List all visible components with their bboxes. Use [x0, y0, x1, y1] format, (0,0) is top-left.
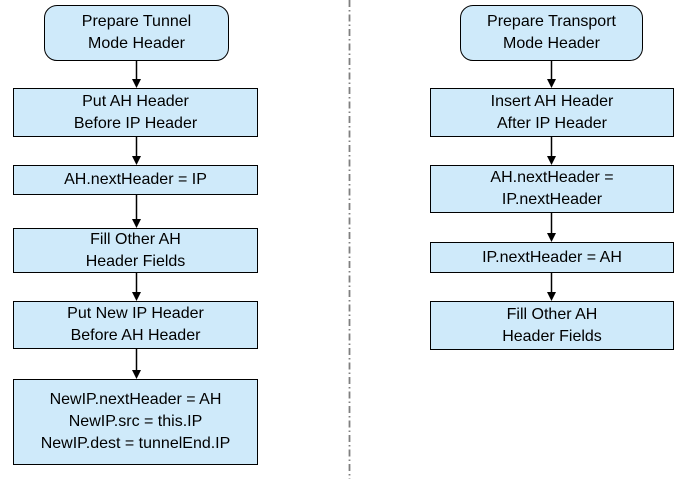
- node-line: Header Fields: [85, 252, 186, 270]
- node-line: NewIP.dest = tunnelEnd.IP: [40, 435, 231, 452]
- node-fill-other-ah-header-fields-tunnel: Fill Other AH Header Fields: [13, 228, 258, 273]
- arrow-down: [547, 61, 556, 88]
- node-line: IP.nextHeader = AH: [482, 248, 622, 266]
- node-line: Mode Header: [503, 35, 600, 52]
- node-line: Put New IP Header: [67, 305, 204, 322]
- node-prepare-transport-mode-header: Prepare Transport Mode Header: [460, 5, 643, 61]
- node-line: Prepare Tunnel: [81, 13, 192, 30]
- arrow-down: [132, 137, 141, 165]
- arrow-down: [547, 213, 556, 242]
- node-line: Mode Header: [88, 35, 185, 52]
- arrow-down: [132, 273, 141, 301]
- node-line: Prepare Transport: [487, 13, 616, 30]
- node-insert-ah-header-after-ip-header: Insert AH Header After IP Header: [430, 88, 674, 137]
- node-line: NewIP.src = this.IP: [68, 413, 203, 430]
- node-line: AH.nextHeader =: [490, 169, 614, 186]
- node-line: Before AH Header: [70, 327, 201, 344]
- node-newip-field-assignments: NewIP.nextHeader = AH NewIP.src = this.I…: [13, 379, 258, 465]
- arrow-down: [547, 273, 556, 301]
- node-fill-other-ah-header-fields-transport: Fill Other AH Header Fields: [430, 301, 674, 350]
- node-ip-nextheader-equals-ah: IP.nextHeader = AH: [430, 242, 674, 273]
- node-line: AH.nextHeader = IP: [64, 171, 207, 188]
- node-line: Put AH Header: [82, 92, 189, 110]
- node-line: After IP Header: [497, 114, 607, 132]
- node-prepare-tunnel-mode-header: Prepare Tunnel Mode Header: [44, 5, 229, 61]
- node-line: Fill Other AH: [506, 305, 598, 323]
- node-line: Fill Other AH: [90, 230, 181, 248]
- node-line: NewIP.nextHeader = AH: [49, 391, 222, 408]
- node-line: Insert AH Header: [490, 92, 614, 110]
- arrow-down: [132, 349, 141, 379]
- node-line: Before IP Header: [73, 114, 198, 132]
- arrow-down: [132, 195, 141, 228]
- node-put-ah-header-before-ip-header: Put AH Header Before IP Header: [13, 88, 258, 137]
- arrow-down: [132, 61, 141, 88]
- node-ah-nextheader-equals-ip: AH.nextHeader = IP: [13, 165, 258, 195]
- node-line: IP.nextHeader: [501, 191, 603, 208]
- node-ah-nextheader-equals-ip-nextheader: AH.nextHeader = IP.nextHeader: [430, 165, 674, 213]
- node-line: Header Fields: [502, 327, 602, 345]
- arrow-down: [547, 137, 556, 165]
- node-put-new-ip-header-before-ah-header: Put New IP Header Before AH Header: [13, 301, 258, 349]
